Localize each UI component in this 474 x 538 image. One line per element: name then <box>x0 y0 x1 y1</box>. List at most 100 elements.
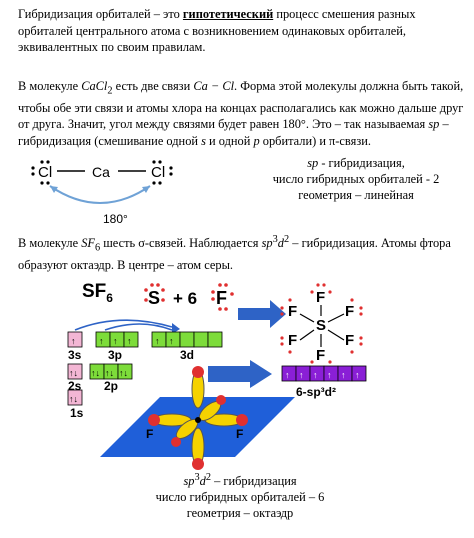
center-s: S <box>316 317 326 334</box>
svg-text:↑: ↑ <box>127 336 132 346</box>
ligand-f: F <box>345 332 354 349</box>
svg-text:↑: ↑ <box>313 370 318 380</box>
hybrid-orbitals <box>281 365 367 382</box>
svg-text:Cl: Cl <box>151 164 165 181</box>
hybrid-label: 6-sp³d² <box>296 385 336 399</box>
text: В молекуле <box>18 79 82 93</box>
svg-text:↑↓: ↑↓ <box>119 368 128 378</box>
hybrid-electrons: ↑ ↑ ↑ ↑ ↑ ↑ <box>285 370 360 380</box>
sf6-figure: SF6 S + 6 F S F F F F F F <box>67 281 367 470</box>
caption-sp: sp - гибридизация, число гибридных орбит… <box>246 155 466 203</box>
text: . Форма этой молекулы должна быть такой,… <box>18 79 464 132</box>
right-cl-atom: Cl <box>151 160 173 185</box>
angle-label: 180° <box>103 212 128 226</box>
ca-atom: Ca <box>92 164 110 180</box>
formula: sp <box>261 236 273 251</box>
formula: s <box>201 133 206 148</box>
ligand-f: F <box>316 289 325 306</box>
reaction-arrow-icon <box>238 300 286 328</box>
s-symbol: S <box>148 288 160 308</box>
svg-text:↑↓: ↑↓ <box>69 368 78 378</box>
svg-text:↑↓: ↑↓ <box>69 394 78 404</box>
text: есть две связи <box>112 79 194 93</box>
arrowhead-icon <box>172 323 180 334</box>
label-1s: 1s <box>70 406 84 420</box>
svg-text:↑: ↑ <box>113 336 118 346</box>
caption-sp3d2: sp3d2 – гибридизация число гибридных орб… <box>120 470 360 521</box>
formula: SF <box>81 236 95 251</box>
lewis-equation: S + 6 F <box>144 283 234 311</box>
text: – гибридизация. Атомы фтора образуют окт… <box>18 236 451 273</box>
svg-text:↑: ↑ <box>285 370 290 380</box>
ligand-f: F <box>288 332 297 349</box>
text: и одной <box>205 133 254 148</box>
formula: d <box>199 474 206 489</box>
text: шесть σ-связей. Наблюдается <box>100 236 262 251</box>
sf6-lewis-structure: S F F F F F F <box>280 283 363 370</box>
electron-arrows: ↑ ↑ ↑ ↑ ↑ ↑ <box>71 336 174 346</box>
text: – гибридизация <box>211 474 297 489</box>
formula-sub: 2 <box>107 85 113 97</box>
sf6-title: SF6 <box>82 281 113 305</box>
caption-line: геометрия – линейная <box>298 188 414 202</box>
formula: Ca − Cl <box>193 79 235 93</box>
formula: CaCl <box>81 79 108 93</box>
arc-arrowhead-right-icon <box>142 186 150 193</box>
formula-sup: 2 <box>205 472 212 483</box>
formula: sp <box>183 474 195 489</box>
electron-pairs: ↑↓ ↑↓ ↑↓ ↑↓ ↑↓ <box>69 368 128 404</box>
octahedron-f: F <box>146 427 153 441</box>
left-cl-atom: Cl <box>31 160 52 185</box>
arc-arrowhead-left-icon <box>50 186 58 193</box>
svg-text:↑: ↑ <box>71 336 76 346</box>
label-3d: 3d <box>180 348 194 362</box>
plus-six: + 6 <box>173 289 197 308</box>
formula-sub: 6 <box>94 242 101 254</box>
formula: d <box>277 236 284 251</box>
cacl2-diagram: Cl Ca Cl 180° <box>31 160 173 226</box>
svg-text:↑: ↑ <box>327 370 332 380</box>
level-2-orbitals <box>67 363 133 406</box>
svg-text:↑: ↑ <box>341 370 346 380</box>
label-3s: 3s <box>68 348 82 362</box>
svg-text:↑: ↑ <box>155 336 160 346</box>
label-2p: 2p <box>104 379 118 393</box>
label-2s: 2s <box>68 379 82 393</box>
octahedron-f: F <box>236 427 243 441</box>
svg-text:↑: ↑ <box>169 336 174 346</box>
formula: p <box>253 133 260 148</box>
paragraph-sf6: В молекуле SF6 шесть σ-связей. Наблюдает… <box>18 232 466 274</box>
paragraph-cacl2: В молекуле CaCl2 есть две связи Ca − Cl.… <box>18 78 466 149</box>
formula-sup: 2 <box>284 234 290 245</box>
svg-text:↑: ↑ <box>355 370 360 380</box>
svg-text:↑↓: ↑↓ <box>91 368 100 378</box>
ligand-f: F <box>288 303 297 320</box>
caption-line: sp3d2 – гибридизация <box>120 470 360 489</box>
text: - гибридизация, <box>318 156 405 170</box>
angle-arc <box>49 185 151 204</box>
text: В молекуле <box>18 236 82 251</box>
label-3p: 3p <box>108 348 122 362</box>
text: –гибридизация (смешивание одной <box>18 117 449 148</box>
equatorial-plane <box>100 397 295 457</box>
hybridization-arrow-icon <box>208 360 272 388</box>
caption-line: геометрия – октаэдр <box>186 506 294 521</box>
svg-text:↑↓: ↑↓ <box>105 368 114 378</box>
formula: sp <box>307 156 319 170</box>
paragraph-definition: Гибридизация орбиталей – это гипотетичес… <box>18 6 466 56</box>
level-3-orbitals <box>67 331 223 348</box>
octahedral-lobes <box>148 366 248 470</box>
svg-text:↑: ↑ <box>299 370 304 380</box>
formula-sup: 3 <box>272 234 278 245</box>
f-symbol: F <box>216 288 227 308</box>
emphasis: гипотетический <box>182 7 274 21</box>
orbital-3s <box>67 331 83 348</box>
text: орбитали) и π-связи. <box>259 133 371 148</box>
svg-text:↑: ↑ <box>99 336 104 346</box>
formula: sp <box>428 117 440 132</box>
text: Гибридизация орбиталей – это <box>18 7 183 21</box>
promotion-arrows <box>74 319 173 331</box>
caption-line: число гибридных орбиталей – 6 <box>155 490 325 505</box>
caption-line: число гибридных орбиталей - 2 <box>272 172 440 186</box>
formula-sup: 3 <box>194 472 200 483</box>
